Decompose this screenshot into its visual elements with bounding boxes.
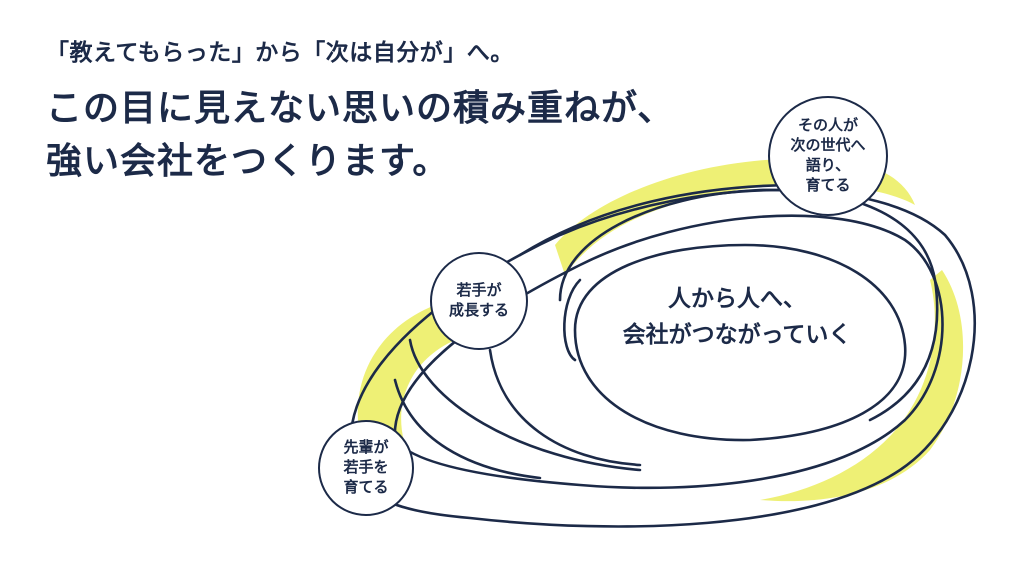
node-wakate-line-1: 若手が bbox=[456, 281, 502, 300]
spiral-inner-ring bbox=[573, 243, 907, 442]
center-message-line-1: 人から人へ、 bbox=[668, 286, 806, 312]
headline-line-1: この目に見えない思いの積み重ねが、 bbox=[46, 86, 675, 129]
node-sono-hito-line-4: 育てる bbox=[805, 175, 851, 194]
node-senpai: 先輩が 若手を 育てる bbox=[318, 420, 414, 516]
headline-line-2: 強い会社をつくります。 bbox=[46, 139, 450, 182]
spiral-second-loop bbox=[393, 214, 944, 490]
node-sono-hito: その人が 次の世代へ 語り、 育てる bbox=[768, 96, 888, 216]
spiral-top-sweep bbox=[518, 183, 802, 257]
spiral-sweep-3 bbox=[393, 378, 542, 480]
heading: 「教えてもらった」から「次は自分が」へ。 この目に見えない思いの積み重ねが、 強… bbox=[46, 40, 766, 188]
highlight-band-top bbox=[555, 158, 915, 275]
node-sono-hito-line-3: 語り、 bbox=[805, 156, 851, 174]
center-message: 人から人へ、 会社がつながっていく bbox=[582, 282, 892, 353]
node-senpai-label: 先輩が 若手を 育てる bbox=[343, 438, 388, 497]
center-message-line-2: 会社がつながっていく bbox=[622, 321, 852, 348]
spiral-sweep-2 bbox=[488, 348, 642, 467]
spiral-inner-tail bbox=[563, 278, 582, 362]
node-wakate-line-2: 成長する bbox=[448, 301, 509, 319]
node-wakate-label: 若手が 成長する bbox=[449, 281, 509, 321]
node-sono-hito-label: その人が 次の世代へ 語り、 育てる bbox=[790, 116, 865, 195]
subtitle: 「教えてもらった」から「次は自分が」へ。 bbox=[46, 40, 514, 66]
node-sono-hito-line-2: 次の世代へ bbox=[790, 136, 866, 155]
node-senpai-line-3: 育てる bbox=[343, 477, 389, 496]
highlight-band-right bbox=[760, 270, 964, 502]
headline: この目に見えない思いの積み重ねが、 強い会社をつくります。 bbox=[46, 82, 766, 189]
node-wakate: 若手が 成長する bbox=[430, 252, 528, 350]
node-senpai-line-1: 先輩が bbox=[343, 438, 389, 457]
node-senpai-line-2: 若手を bbox=[343, 458, 389, 477]
spiral-sweep-1 bbox=[408, 338, 642, 472]
node-sono-hito-line-1: その人が bbox=[797, 116, 858, 135]
